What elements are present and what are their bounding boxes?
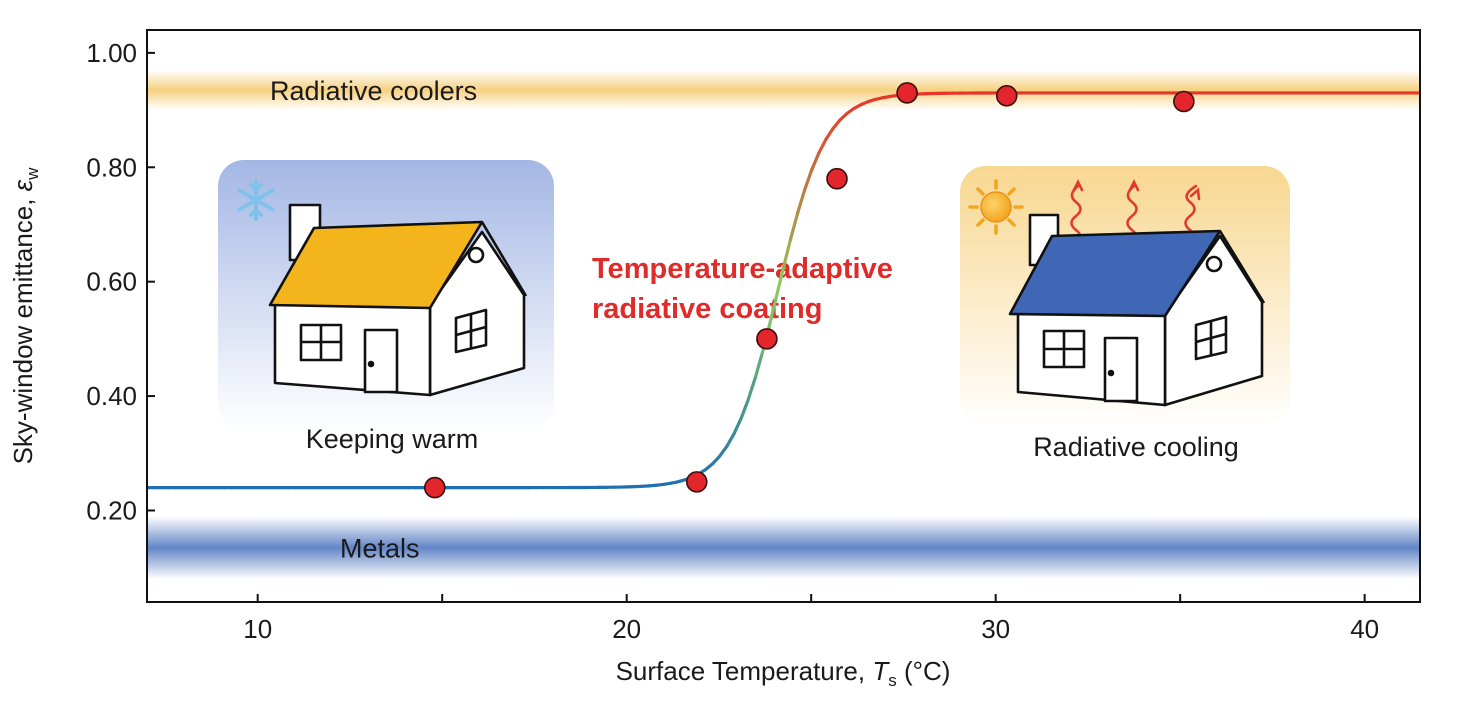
y-axis-title-var: ε [8,179,38,191]
attic-window [467,246,485,264]
x-axis-title-unit: (°C) [897,656,951,686]
door-knob [367,360,375,368]
front-door [1103,336,1139,403]
house-front-wall [1016,312,1167,407]
x-tick-label: 30 [981,614,1010,644]
y-tick-label: 0.80 [86,152,137,182]
fitted-curve-segment [788,211,800,241]
keeping-warm-caption: Keeping warm [306,424,479,454]
data-point [896,82,918,104]
x-axis-title-sub: s [888,671,897,690]
fitted-curve-segment [739,398,750,421]
fitted-curve-segment [781,237,793,270]
front-window [299,323,343,362]
fitted-curve-segment [767,295,779,328]
roof-edge [1218,230,1266,304]
y-tick-label: 1.00 [86,38,137,68]
keeping-warm-illustration: Keeping warm [218,160,554,454]
side-window [454,308,488,354]
data-point [424,476,446,499]
fitted-curve-segment [810,151,821,172]
fitted-curve-segment [725,432,736,448]
data-point [685,471,708,493]
metals-band [147,516,1420,580]
axes: 10 20 30 40 0.20 0.40 0.60 0.80 1.00 [86,29,1421,644]
plot-frame [146,29,1421,603]
house-front-wall [273,303,432,397]
y-axis-title: Sky-window emittance, εw [8,167,42,465]
radiative-coolers-band [147,70,1420,111]
measured-points [424,82,1195,499]
fitted-curve-segment [803,168,814,192]
fitted-curve-segment [824,126,835,141]
x-axis-title-main: Surface Temperature, [616,656,873,686]
metals-label: Metals [340,534,420,564]
y-tick-label: 0.60 [86,267,137,297]
house-icon [268,203,528,397]
roof-edge [480,221,528,297]
fitted-curve-segment [796,188,807,215]
door-knob [1107,369,1115,377]
fitted-curve-segment [774,265,786,299]
fitted-curve-segment [817,137,828,155]
data-point [995,84,1018,107]
fitted-curve-segment [831,118,842,131]
x-tick-label: 20 [612,614,641,644]
fitted-curve-segment [753,351,764,380]
coating-annotation-line2: radiative coating [592,293,822,325]
x-tick-label: 40 [1350,614,1379,644]
data-point [826,167,848,190]
front-window [1042,329,1086,369]
fitted-curve-segment [746,376,757,402]
y-tick-label: 0.20 [86,495,137,525]
radiative-coolers-label: Radiative coolers [270,76,477,106]
x-tick-label: 10 [243,614,272,644]
side-window [1194,315,1228,361]
fitted-curve-segment [838,111,849,122]
x-axis-title: Surface Temperature, Ts (°C) [616,656,951,690]
fitted-curve-segment [718,444,729,458]
fitted-curve-segment [732,416,743,436]
data-point [1173,90,1195,113]
coating-annotation-line1: Temperature-adaptive [592,253,893,285]
radiative-cooling-caption: Radiative cooling [1033,432,1239,462]
house-icon [1008,213,1266,407]
radiative-cooling-illustration: Radiative cooling [960,166,1290,462]
attic-window [1205,255,1223,273]
y-axis-title-main: Sky-window emittance, [8,191,38,464]
sun-icon [968,179,1024,235]
data-point [756,328,778,350]
x-axis-title-var: T [872,656,890,686]
snowflake-icon [237,179,275,221]
y-axis-title-sub: w [23,167,42,181]
y-tick-label: 0.40 [86,381,137,411]
fitted-curve-segment [711,454,722,466]
